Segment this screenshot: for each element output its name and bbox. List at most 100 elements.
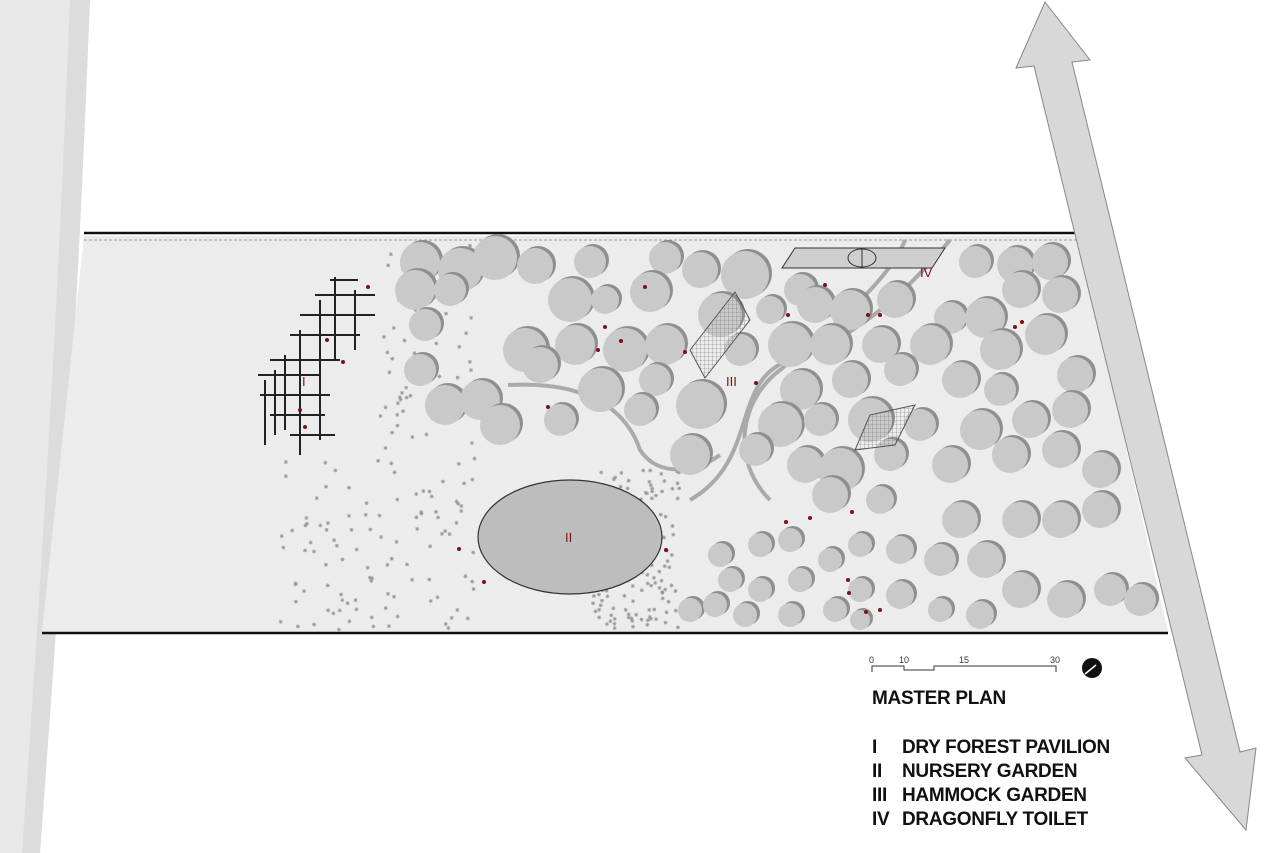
tree bbox=[517, 246, 556, 284]
ground-cover-plant bbox=[455, 607, 460, 612]
ground-cover-plant bbox=[464, 331, 469, 336]
ground-cover-plant bbox=[659, 471, 664, 476]
tree bbox=[768, 321, 815, 367]
nursery-garden-area bbox=[477, 479, 663, 595]
ground-cover-plant bbox=[324, 527, 329, 532]
tree bbox=[645, 323, 688, 365]
tree bbox=[992, 435, 1031, 473]
ground-cover-plant bbox=[444, 311, 449, 316]
zone-label-ii: II bbox=[565, 530, 572, 545]
ground-cover-plant bbox=[643, 490, 648, 495]
tree bbox=[959, 244, 994, 278]
ground-cover-plant bbox=[392, 594, 397, 599]
ground-cover-plant bbox=[648, 468, 653, 473]
ground-cover-plant bbox=[387, 370, 392, 375]
ground-cover-plant bbox=[339, 592, 344, 597]
ground-cover-plant bbox=[604, 622, 609, 627]
dragonfly-toilet bbox=[781, 247, 946, 269]
ground-cover-plant bbox=[605, 594, 610, 599]
ground-cover-plant bbox=[395, 423, 400, 428]
tree bbox=[1002, 270, 1041, 308]
ground-cover-plant bbox=[669, 583, 674, 588]
tree bbox=[748, 531, 775, 557]
scale-tick: 10 bbox=[899, 655, 910, 665]
ground-cover-plant bbox=[385, 350, 390, 355]
ground-cover-plant bbox=[388, 252, 393, 257]
marker-dot bbox=[482, 580, 486, 584]
ground-cover-plant bbox=[323, 562, 328, 567]
tree bbox=[810, 323, 853, 365]
tree bbox=[1042, 500, 1081, 538]
ground-cover-plant bbox=[410, 435, 415, 440]
ground-cover-plant bbox=[612, 616, 617, 621]
ground-cover-plant bbox=[659, 489, 664, 494]
ground-cover-plant bbox=[456, 461, 461, 466]
ground-cover-plant bbox=[437, 374, 442, 379]
ground-cover-plant bbox=[657, 585, 662, 590]
tree bbox=[708, 541, 735, 567]
ground-cover-plant bbox=[471, 550, 476, 555]
marker-dot bbox=[1013, 325, 1017, 329]
ground-cover-plant bbox=[367, 575, 372, 580]
ground-cover-plant bbox=[596, 592, 601, 597]
legend-label: NURSERY GARDEN bbox=[902, 761, 1078, 782]
ground-cover-plant bbox=[390, 430, 395, 435]
ground-cover-plant bbox=[629, 616, 634, 621]
ground-cover-plant bbox=[371, 624, 376, 629]
ground-cover-plant bbox=[378, 413, 383, 418]
marker-dot bbox=[850, 510, 854, 514]
ground-cover-plant bbox=[414, 515, 419, 520]
ground-cover-plant bbox=[303, 523, 308, 528]
tree bbox=[823, 596, 850, 622]
ground-cover-plant bbox=[455, 375, 460, 380]
ground-cover-plant bbox=[639, 588, 644, 593]
ground-cover-plant bbox=[353, 598, 358, 603]
tree bbox=[910, 323, 953, 365]
ground-cover-plant bbox=[347, 513, 352, 518]
ground-cover-plant bbox=[623, 607, 628, 612]
ground-cover-plant bbox=[670, 523, 675, 528]
marker-dot bbox=[643, 285, 647, 289]
ground-cover-plant bbox=[428, 598, 433, 603]
ground-cover-plant bbox=[395, 401, 400, 406]
ground-cover-plant bbox=[427, 577, 432, 582]
ground-cover-plant bbox=[598, 603, 603, 608]
ground-cover-plant bbox=[675, 481, 680, 486]
ground-cover-plant bbox=[645, 572, 650, 577]
tree bbox=[866, 484, 897, 514]
ground-cover-plant bbox=[660, 590, 665, 595]
tree bbox=[904, 407, 939, 441]
ground-cover-plant bbox=[652, 607, 657, 612]
ground-cover-plant bbox=[369, 578, 374, 583]
ground-cover-plant bbox=[379, 535, 384, 540]
ground-cover-plant bbox=[644, 491, 649, 496]
tree bbox=[756, 294, 787, 324]
marker-dot bbox=[866, 313, 870, 317]
ground-cover-plant bbox=[666, 599, 671, 604]
tree bbox=[942, 360, 981, 398]
ground-cover-plant bbox=[662, 564, 667, 569]
ground-cover-plant bbox=[645, 622, 650, 627]
ground-cover-plant bbox=[456, 501, 461, 506]
marker-dot bbox=[784, 520, 788, 524]
tree bbox=[748, 576, 775, 602]
marker-dot bbox=[664, 548, 668, 552]
ground-cover-plant bbox=[647, 479, 652, 484]
tree bbox=[932, 445, 971, 483]
marker-dot bbox=[366, 285, 370, 289]
ground-cover-plant bbox=[657, 569, 662, 574]
tree bbox=[984, 372, 1019, 406]
ground-cover-plant bbox=[410, 577, 415, 582]
ground-cover-plant bbox=[634, 612, 639, 617]
marker-dot bbox=[303, 425, 307, 429]
tree bbox=[522, 345, 561, 383]
ground-cover-plant bbox=[400, 390, 405, 395]
ground-cover-plant bbox=[443, 622, 448, 627]
ground-cover-plant bbox=[673, 588, 678, 593]
ground-cover-plant bbox=[663, 587, 668, 592]
tree bbox=[877, 280, 916, 318]
ground-cover-plant bbox=[278, 619, 283, 624]
tree bbox=[544, 402, 579, 436]
tree bbox=[480, 403, 523, 445]
